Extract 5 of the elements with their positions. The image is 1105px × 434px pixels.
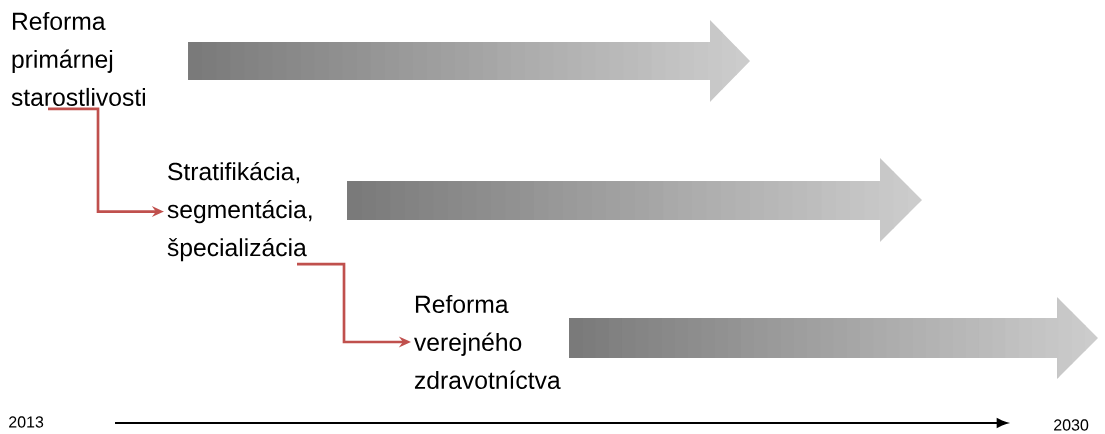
phase-label: Reforma primárnej starostlivosti: [11, 11, 145, 107]
year-label: 2030: [1054, 419, 1089, 431]
year-label: 2013: [9, 416, 44, 428]
phase-label: Stratifikácia, segmentácia, špecializácia: [167, 161, 312, 262]
phase-label: Reforma verejného zdravotníctva: [414, 294, 561, 389]
